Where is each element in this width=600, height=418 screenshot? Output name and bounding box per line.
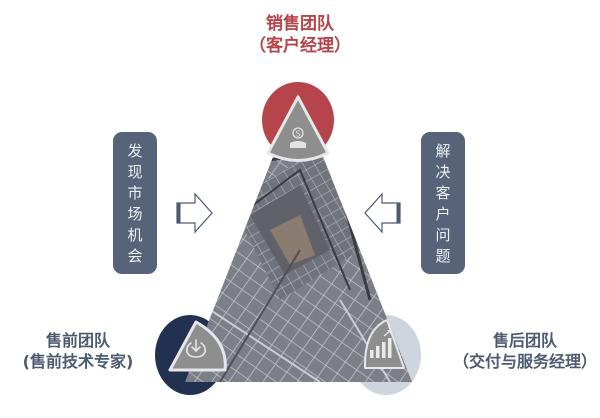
- left-corner-wedge: [168, 320, 227, 372]
- discover-opportunity-box: 发 现 市 场 机 会: [113, 132, 157, 274]
- presales-team-title: 售前团队: [45, 331, 110, 350]
- box-char: 决: [435, 162, 451, 181]
- box-char: 机: [127, 225, 143, 244]
- arrow-left-icon: [364, 192, 401, 234]
- dollar-person-icon: S: [290, 127, 306, 148]
- box-char: 市: [127, 183, 143, 202]
- top-node-label: 销售团队 （客户经理）: [220, 13, 380, 57]
- aftersales-team-subtitle: （交付与服务经理）: [452, 352, 597, 371]
- presales-team-subtitle: (售前技术专家): [22, 352, 134, 371]
- box-char: 会: [127, 246, 143, 265]
- top-corner-wedge: [266, 95, 330, 162]
- left-node-label: 售前团队 (售前技术专家): [8, 330, 148, 372]
- sales-team-title: 销售团队: [266, 14, 334, 34]
- box-char: 场: [127, 204, 143, 223]
- box-char: 发: [127, 141, 143, 160]
- box-char: 题: [435, 246, 451, 265]
- solve-customer-problem-box: 解 决 客 户 问 题: [421, 132, 465, 274]
- aftersales-team-title: 售后团队: [492, 331, 557, 350]
- right-node-label: 售后团队 （交付与服务经理）: [450, 330, 600, 372]
- box-char: 解: [435, 141, 451, 160]
- box-char: 现: [127, 162, 143, 181]
- sales-team-subtitle: （客户经理）: [249, 36, 351, 56]
- bar-chart-growth-icon: [370, 330, 392, 358]
- box-char: 户: [435, 204, 451, 223]
- svg-text:S: S: [295, 130, 300, 139]
- arrow-right-icon: [176, 192, 213, 234]
- download-icon: [186, 339, 206, 358]
- box-char: 客: [435, 183, 451, 202]
- box-char: 问: [435, 225, 451, 244]
